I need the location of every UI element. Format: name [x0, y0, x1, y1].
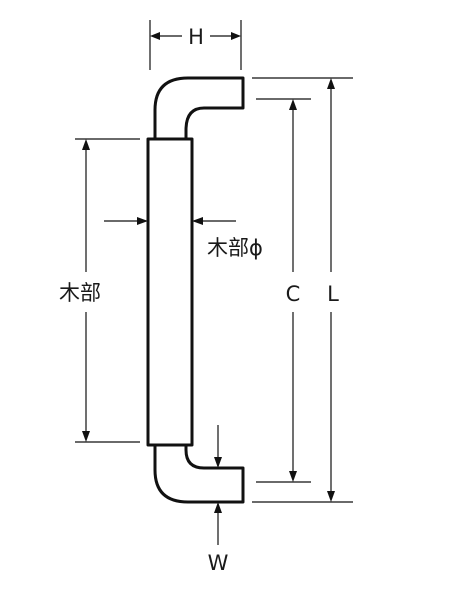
top-bent-rod	[153, 76, 245, 139]
wood-diameter-label: 木部ϕ	[207, 236, 263, 260]
bottom-bent-rod	[153, 445, 245, 504]
dimension-width: W	[208, 425, 229, 575]
width-label: W	[208, 551, 229, 575]
overall-length-label: L	[327, 282, 339, 306]
handle-drawing	[146, 76, 245, 504]
wood-length-label: 木部	[59, 281, 101, 305]
dimension-overall-length: L	[252, 77, 353, 503]
wooden-grip	[146, 137, 194, 447]
dimension-wood-length: 木部	[59, 138, 140, 443]
dimension-center-distance: C	[256, 98, 311, 483]
dimension-wood-diameter: 木部ϕ	[104, 217, 263, 260]
dimension-height: H	[149, 20, 242, 70]
height-label: H	[188, 25, 204, 49]
center-distance-label: C	[286, 282, 301, 306]
